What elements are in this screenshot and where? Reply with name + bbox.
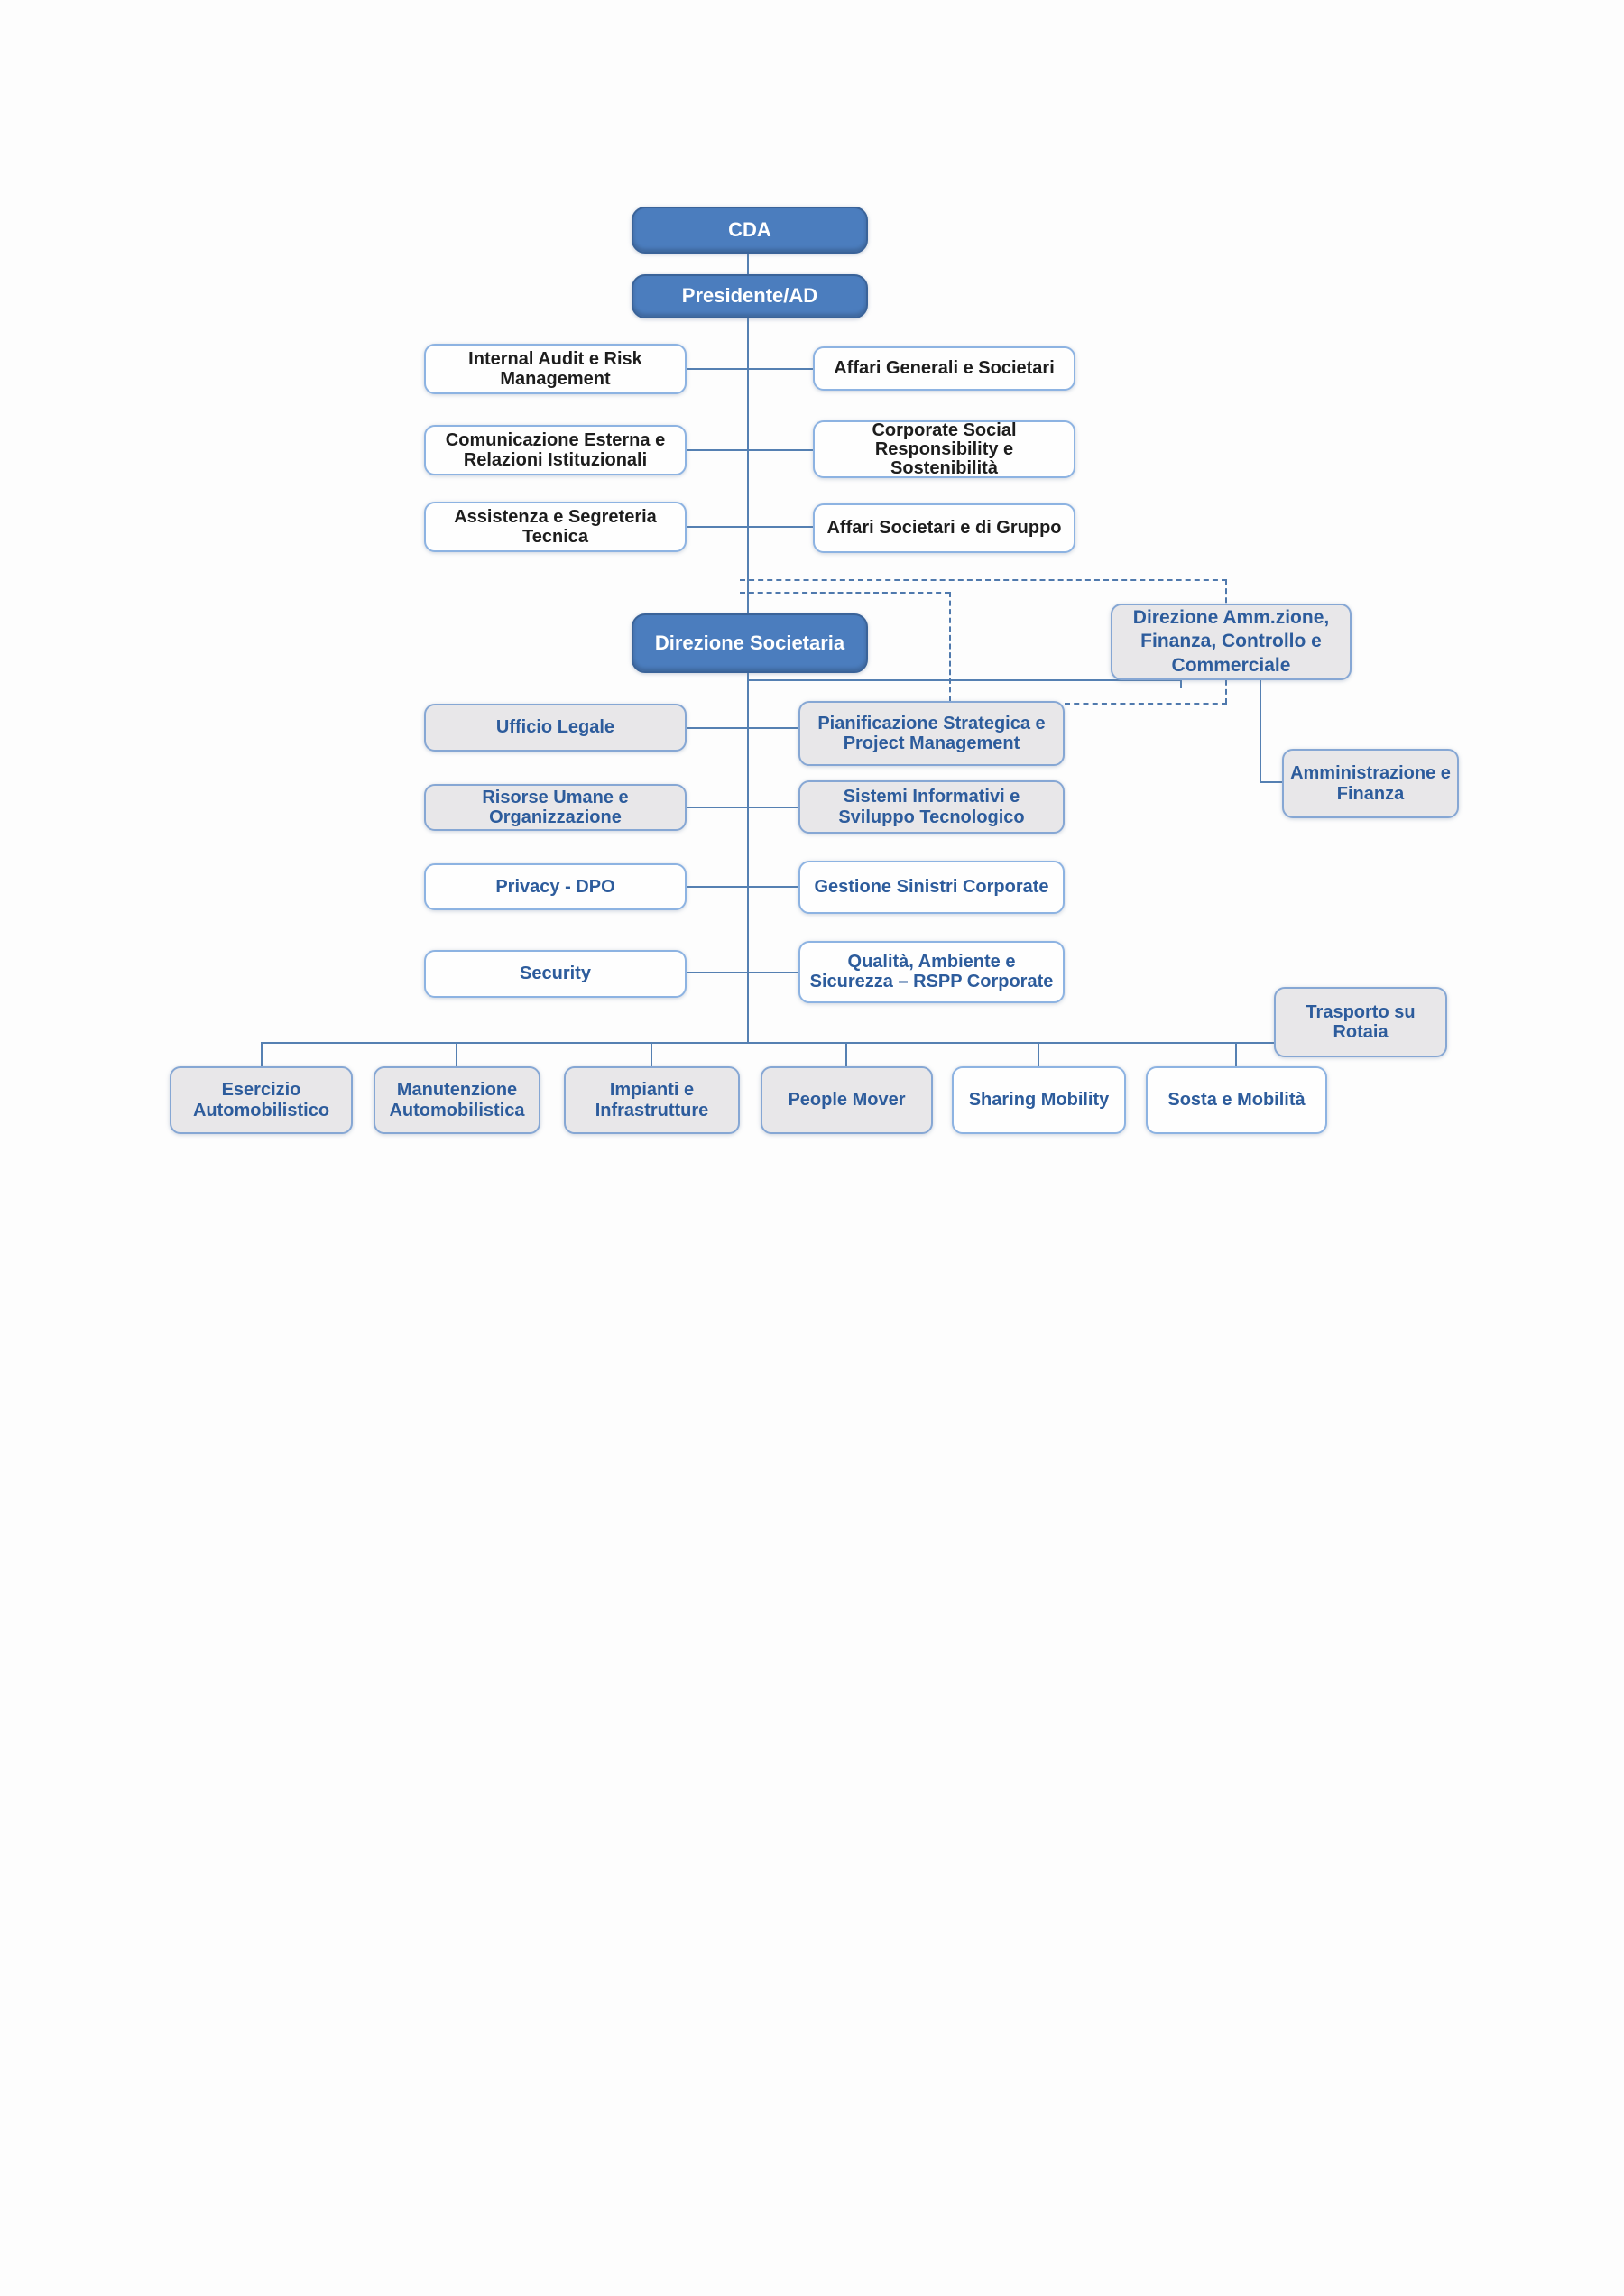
org-node-impianti-infrastrutture: Impianti e Infrastrutture bbox=[564, 1066, 740, 1134]
org-node-gestione-sinistri: Gestione Sinistri Corporate bbox=[798, 861, 1065, 914]
dashed-connector bbox=[740, 579, 1227, 581]
org-node-sosta-mobilita: Sosta e Mobilità bbox=[1146, 1066, 1327, 1134]
org-node-presidente-ad: Presidente/AD bbox=[632, 274, 868, 318]
connector-line bbox=[687, 807, 798, 808]
org-node-sistemi-informativi: Sistemi Informativi e Sviluppo Tecnologi… bbox=[798, 780, 1065, 834]
org-node-affari-societari: Affari Societari e di Gruppo bbox=[813, 503, 1075, 553]
org-node-sharing-mobility: Sharing Mobility bbox=[952, 1066, 1126, 1134]
dashed-connector bbox=[949, 592, 951, 701]
org-node-security: Security bbox=[424, 950, 687, 998]
dashed-connector bbox=[1065, 703, 1227, 705]
org-node-corporate-social: Corporate Social Responsibility e Sosten… bbox=[813, 420, 1075, 478]
org-node-amministrazione-finanza: Amministrazione e Finanza bbox=[1282, 749, 1459, 818]
org-node-affari-generali: Affari Generali e Societari bbox=[813, 346, 1075, 391]
connector-line bbox=[687, 727, 798, 729]
connector-line bbox=[1180, 679, 1182, 688]
connector-line bbox=[687, 526, 813, 528]
org-node-direzione-societaria: Direzione Societaria bbox=[632, 613, 868, 673]
connector-line bbox=[687, 449, 813, 451]
org-node-manutenzione-automobilistica: Manutenzione Automobilistica bbox=[374, 1066, 540, 1134]
connector-line bbox=[687, 886, 798, 888]
connector-line bbox=[749, 679, 1182, 681]
dashed-connector bbox=[740, 592, 950, 594]
org-node-cda: CDA bbox=[632, 207, 868, 254]
drop-line bbox=[651, 1042, 652, 1067]
org-node-trasporto-rotaia: Trasporto su Rotaia bbox=[1274, 987, 1447, 1057]
org-node-ufficio-legale: Ufficio Legale bbox=[424, 704, 687, 752]
drop-line bbox=[1038, 1042, 1039, 1067]
drop-line bbox=[1235, 1042, 1237, 1067]
drop-line bbox=[261, 1042, 263, 1067]
connector-line bbox=[1260, 781, 1283, 783]
org-node-direzione-ammzione: Direzione Amm.zione, Finanza, Controllo … bbox=[1111, 604, 1352, 680]
org-node-internal-audit: Internal Audit e Risk Management bbox=[424, 344, 687, 394]
org-node-qualita-ambiente: Qualità, Ambiente e Sicurezza – RSPP Cor… bbox=[798, 941, 1065, 1003]
drop-line bbox=[456, 1042, 457, 1067]
connector-line bbox=[687, 972, 798, 973]
org-node-risorse-umane: Risorse Umane e Organizzazione bbox=[424, 784, 687, 831]
org-node-comunicazione-esterna: Comunicazione Esterna e Relazioni Istitu… bbox=[424, 425, 687, 475]
drop-line bbox=[845, 1042, 847, 1067]
org-node-privacy-dpo: Privacy - DPO bbox=[424, 863, 687, 910]
org-node-pianificazione-strategica: Pianificazione Strategica e Project Mana… bbox=[798, 701, 1065, 766]
connector-line bbox=[687, 368, 813, 370]
org-node-people-mover: People Mover bbox=[761, 1066, 933, 1134]
org-node-esercizio-automobilistico: Esercizio Automobilistico bbox=[170, 1066, 353, 1134]
connector-line bbox=[1260, 680, 1261, 783]
org-node-assistenza-segreteria: Assistenza e Segreteria Tecnica bbox=[424, 502, 687, 552]
distribution-line bbox=[261, 1042, 1274, 1044]
